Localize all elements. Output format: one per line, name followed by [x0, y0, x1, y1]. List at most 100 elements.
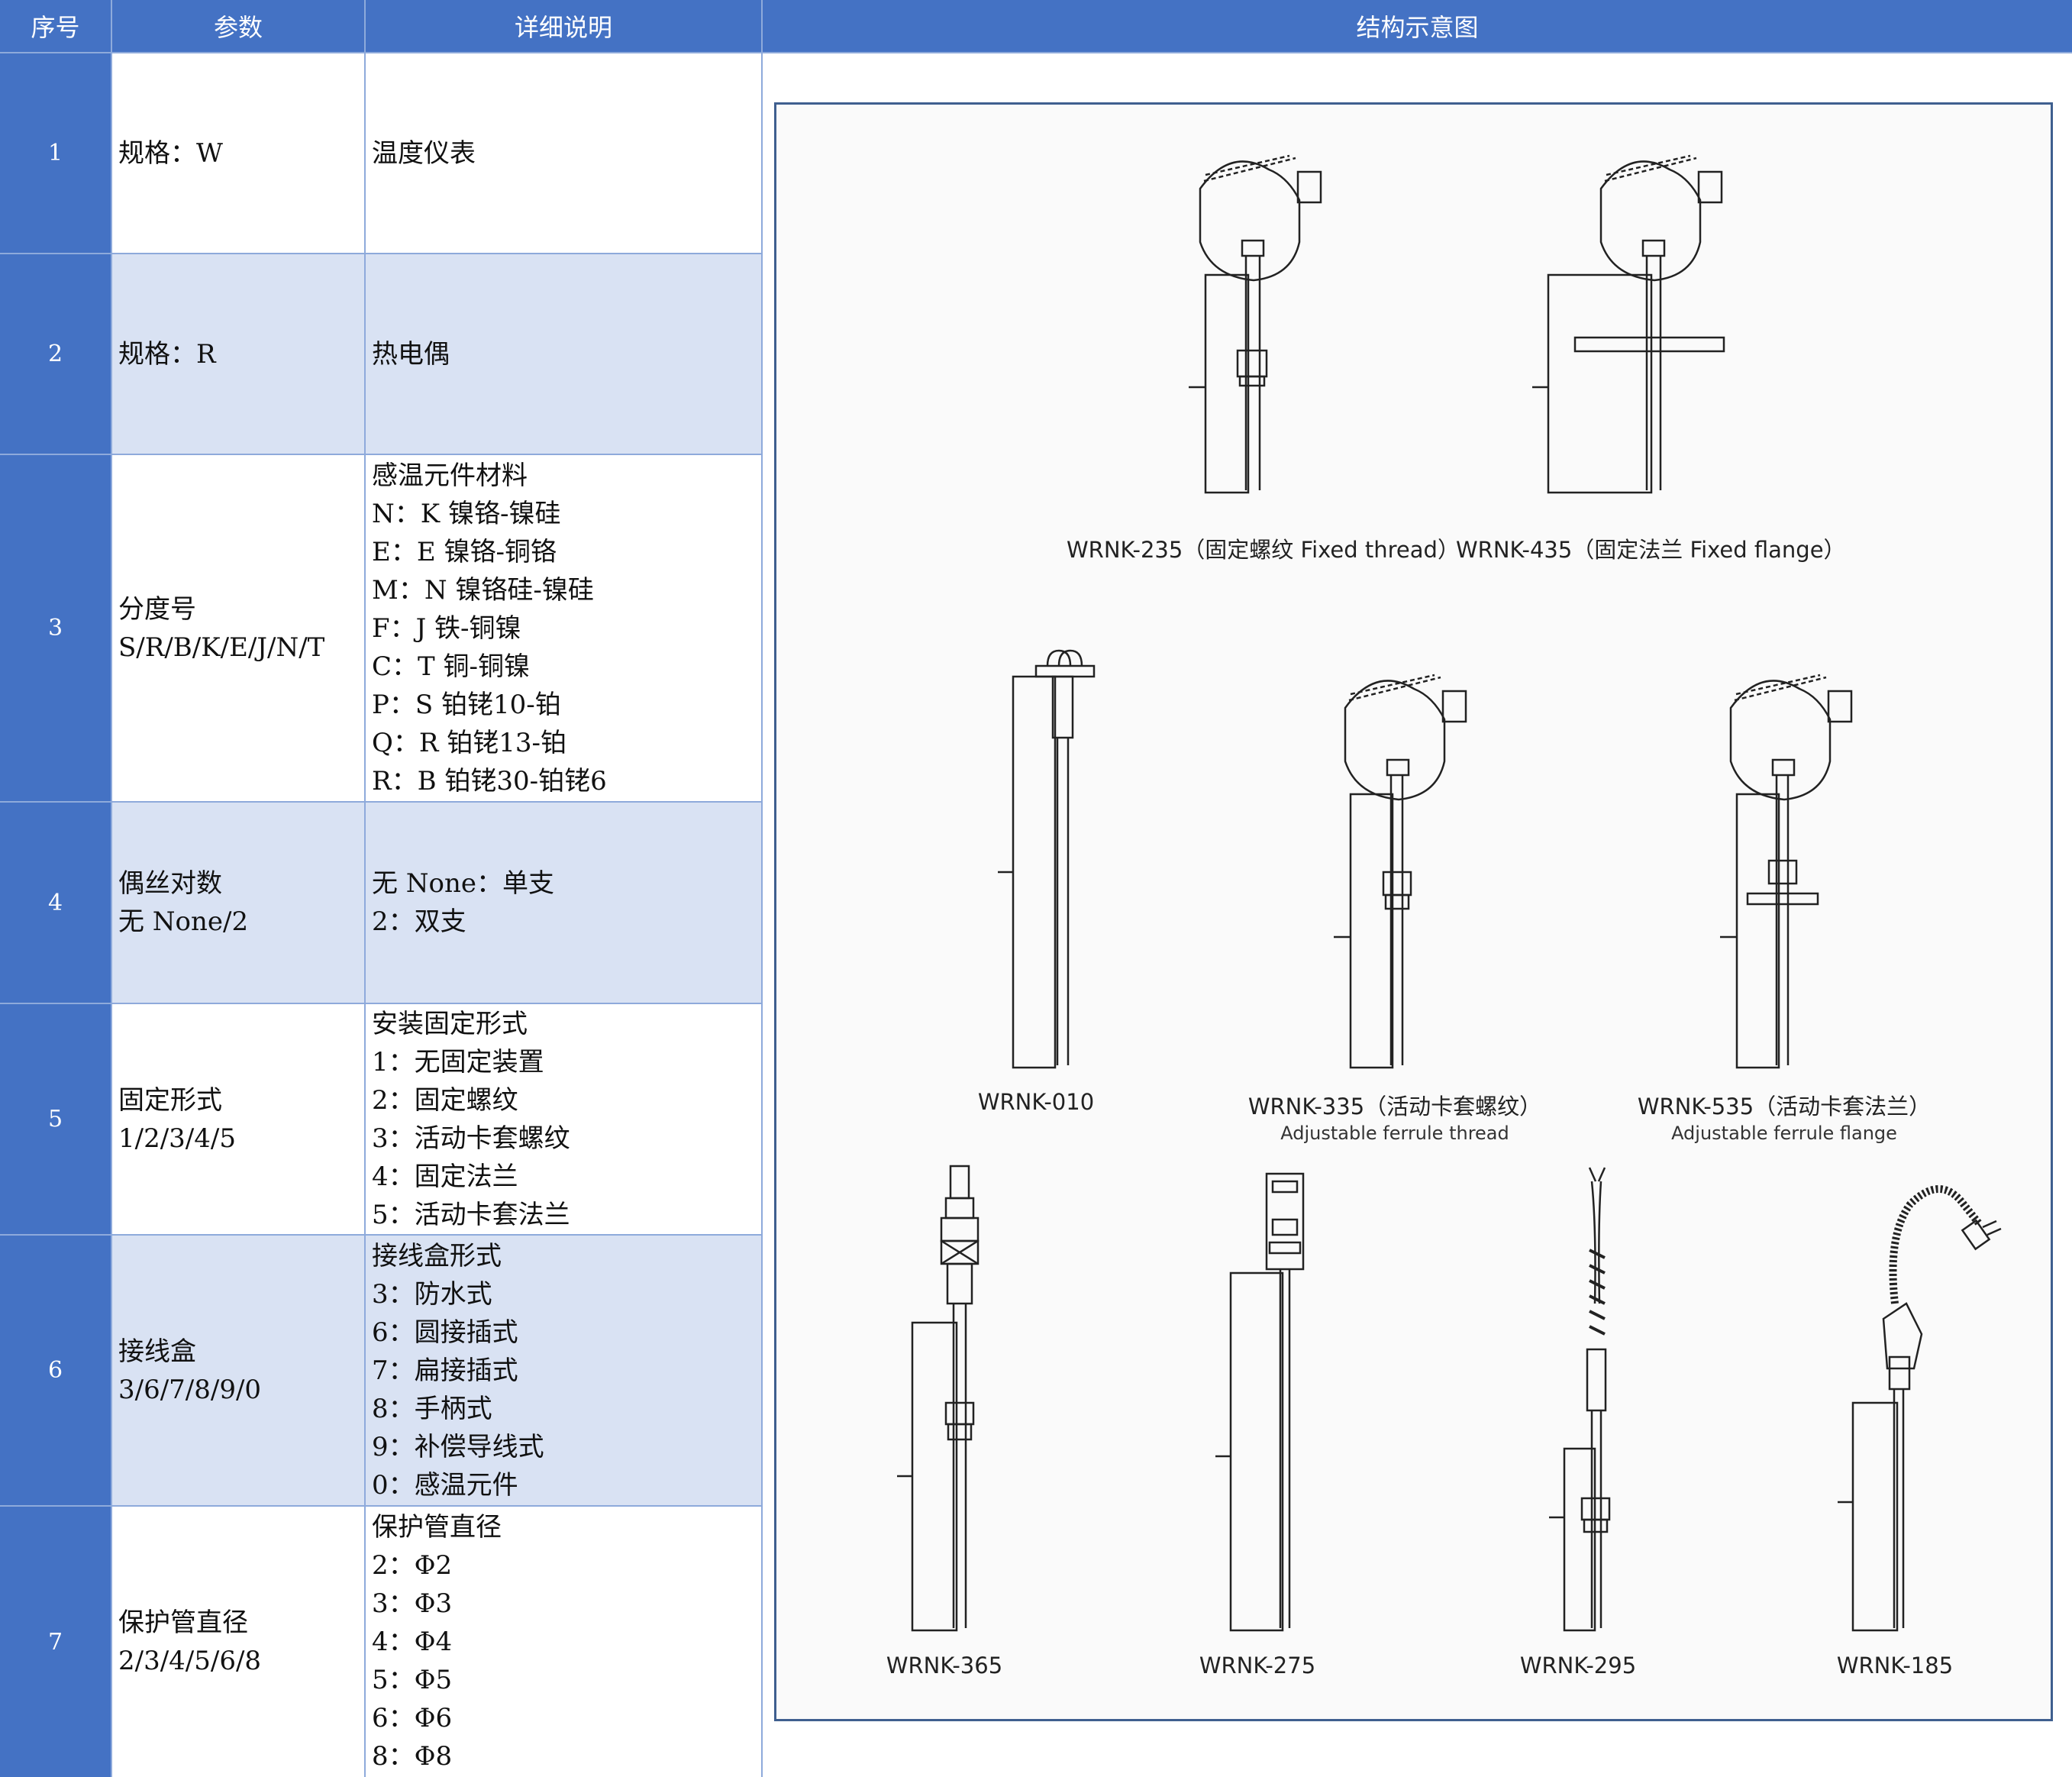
- header-param: 参数: [112, 0, 364, 52]
- row-7-param-line: 2/3/4/5/6/8: [118, 1646, 262, 1676]
- grid-line: [0, 801, 761, 803]
- row-3-detail-line: Q：R 铂铑13-铂: [372, 727, 567, 758]
- row-5-detail-line: 3：活动卡套螺纹: [372, 1123, 570, 1154]
- row-7-index: 7: [0, 1507, 111, 1777]
- row-5-detail-line: 5：活动卡套法兰: [372, 1199, 570, 1230]
- row-4-param-line: 无 None/2: [118, 906, 249, 937]
- row-7-param: 保护管直径 2/3/4/5/6/8: [112, 1507, 364, 1777]
- grid-line: [111, 0, 112, 1777]
- caption-wrnk-535-sub: Adjustable ferrule flange: [1671, 1123, 1897, 1144]
- wrnk-335-drawing: [1334, 674, 1467, 1069]
- grid-line: [0, 1003, 761, 1004]
- structure-diagram: WRNK-235（固定螺纹 Fixed thread） WRNK-435（固定法…: [774, 102, 2053, 1721]
- row-6-param: 接线盒 3/6/7/8/9/0: [112, 1236, 364, 1505]
- header-diagram: 结构示意图: [763, 0, 2072, 52]
- wrnk-010-drawing: [998, 649, 1096, 1069]
- header-index: 序号: [0, 0, 111, 52]
- wrnk-535-drawing: [1720, 674, 1853, 1069]
- caption-wrnk-275: WRNK-275: [1199, 1653, 1316, 1678]
- grid-line: [0, 1505, 761, 1507]
- row-7-detail-line: 6：Φ6: [372, 1703, 453, 1733]
- grid-line: [761, 0, 763, 1777]
- grid-line: [0, 1234, 761, 1236]
- row-5-detail-line: 2：固定螺纹: [372, 1084, 518, 1116]
- row-2-param-line: 规格：R: [118, 338, 216, 370]
- row-4-detail-line: 无 None：单支: [372, 868, 555, 899]
- row-6-detail-line: 9：补偿导线式: [372, 1431, 544, 1462]
- row-4-index: 4: [0, 803, 111, 1003]
- row-5-param: 固定形式 1/2/3/4/5: [112, 1004, 364, 1234]
- row-7-detail-line: 8：Φ8: [372, 1741, 453, 1772]
- caption-wrnk-335: WRNK-335（活动卡套螺纹）: [1247, 1094, 1542, 1120]
- caption-wrnk-295: WRNK-295: [1519, 1653, 1637, 1678]
- row-2-detail: 热电偶: [366, 254, 761, 454]
- row-4-param-line: 偶丝对数: [118, 868, 222, 899]
- row-6-detail-line: 3：防水式: [372, 1278, 492, 1310]
- grid-line: [0, 52, 2072, 53]
- row-5-detail-line: 1：无固定装置: [372, 1046, 544, 1078]
- row-4-detail: 无 None：单支 2：双支: [366, 803, 761, 1003]
- row-6-detail-line: 7：扁接插式: [372, 1355, 518, 1386]
- caption-wrnk-010: WRNK-010: [977, 1089, 1095, 1115]
- row-4-detail-line: 2：双支: [372, 906, 466, 937]
- caption-wrnk-235: WRNK-235（固定螺纹 Fixed thread）: [1067, 537, 1460, 563]
- wrnk-235-drawing: [1189, 154, 1322, 494]
- row-3-detail-line: E：E 镍铬-铜铬: [372, 536, 557, 567]
- wrnk-185-drawing: [1838, 1185, 2002, 1632]
- row-6-detail-line: 8：手柄式: [372, 1393, 492, 1424]
- row-6-detail-line: 6：圆接插式: [372, 1317, 518, 1348]
- row-2-detail-line: 热电偶: [372, 338, 450, 370]
- wrnk-295-drawing: [1549, 1167, 1611, 1632]
- row-1-detail: 温度仪表: [366, 53, 761, 253]
- row-3-detail-line: P：S 铂铑10-铂: [372, 689, 561, 720]
- grid-line: [364, 0, 366, 1777]
- caption-wrnk-185: WRNK-185: [1836, 1653, 1954, 1678]
- row-3-param-line: S/R/B/K/E/J/N/T: [118, 632, 325, 663]
- row-7-detail-line: 3：Φ3: [372, 1588, 453, 1619]
- row-6-detail: 接线盒形式 3：防水式 6：圆接插式 7：扁接插式 8：手柄式 9：补偿导线式 …: [366, 1236, 761, 1505]
- row-3-detail-line: M：N 镍铬硅-镍硅: [372, 574, 594, 606]
- row-3-detail-line: F：J 铁-铜镍: [372, 612, 521, 644]
- grid-line: [0, 454, 761, 455]
- row-2-index: 2: [0, 254, 111, 454]
- row-5-param-line: 固定形式: [118, 1084, 222, 1116]
- row-6-detail-line: 0：感温元件: [372, 1469, 518, 1501]
- row-3-detail-line: 感温元件材料: [372, 460, 528, 491]
- row-5-detail: 安装固定形式 1：无固定装置 2：固定螺纹 3：活动卡套螺纹 4：固定法兰 5：…: [366, 1004, 761, 1234]
- row-7-param-line: 保护管直径: [118, 1607, 248, 1638]
- row-7-detail-line: 2：Φ2: [372, 1550, 453, 1581]
- row-2-param: 规格：R: [112, 254, 364, 454]
- wrnk-435-drawing: [1532, 154, 1725, 494]
- wrnk-275-drawing: [1215, 1172, 1305, 1632]
- row-7-detail-line: 4：Φ4: [372, 1627, 453, 1657]
- row-5-index: 5: [0, 1004, 111, 1234]
- row-6-param-line: 3/6/7/8/9/0: [118, 1374, 262, 1405]
- caption-wrnk-365: WRNK-365: [886, 1653, 1003, 1678]
- row-5-detail-line: 安装固定形式: [372, 1008, 528, 1039]
- row-1-index: 1: [0, 53, 111, 253]
- row-3-param: 分度号 S/R/B/K/E/J/N/T: [112, 455, 364, 801]
- row-5-param-line: 1/2/3/4/5: [118, 1123, 236, 1154]
- row-7-detail: 保护管直径 2：Φ2 3：Φ3 4：Φ4 5：Φ5 6：Φ6 8：Φ8: [366, 1507, 761, 1777]
- row-6-param-line: 接线盒: [118, 1336, 196, 1367]
- row-3-index: 3: [0, 455, 111, 801]
- row-3-param-line: 分度号: [118, 593, 196, 625]
- grid-line: [0, 253, 761, 254]
- row-6-detail-line: 接线盒形式: [372, 1240, 502, 1271]
- caption-wrnk-435: WRNK-435（固定法兰 Fixed flange）: [1456, 537, 1846, 563]
- row-3-detail-line: R：B 铂铑30-铂铑6: [372, 765, 607, 796]
- thermocouple-drawings: [897, 154, 2002, 1632]
- row-5-detail-line: 4：固定法兰: [372, 1161, 518, 1192]
- row-7-detail-line: 保护管直径: [372, 1512, 502, 1543]
- caption-wrnk-535: WRNK-535（活动卡套法兰）: [1637, 1094, 1932, 1120]
- row-1-param: 规格：W: [112, 53, 364, 253]
- header-detail: 详细说明: [366, 0, 761, 52]
- row-4-param: 偶丝对数 无 None/2: [112, 803, 364, 1003]
- wrnk-365-drawing: [897, 1165, 980, 1632]
- row-7-detail-line: 5：Φ5: [372, 1665, 453, 1695]
- row-3-detail-line: N：K 镍铬-镍硅: [372, 498, 561, 529]
- row-3-detail: 感温元件材料 N：K 镍铬-镍硅 E：E 镍铬-铜铬 M：N 镍铬硅-镍硅 F：…: [366, 455, 761, 801]
- row-1-detail-line: 温度仪表: [372, 137, 476, 169]
- row-1-param-line: 规格：W: [118, 137, 223, 169]
- caption-wrnk-335-sub: Adjustable ferrule thread: [1280, 1123, 1509, 1144]
